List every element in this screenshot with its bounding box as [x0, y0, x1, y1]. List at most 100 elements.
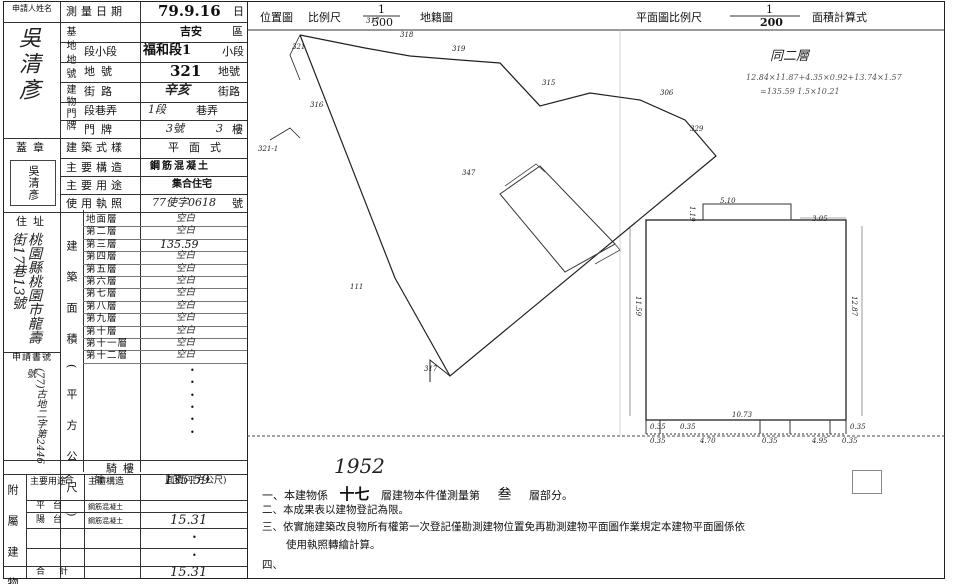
- dim-annex-left: 1.19: [688, 206, 696, 222]
- note-1-suffix: 層部分。: [529, 489, 574, 502]
- annex-row-2-use: 陽台: [36, 515, 71, 525]
- col-divider-2: [140, 2, 141, 472]
- lane-unit: 巷弄: [196, 104, 218, 117]
- annex-row-2-area: 15.31: [170, 513, 208, 528]
- dim-left: 11.59: [634, 296, 642, 317]
- dim-c1: 0.35: [650, 423, 666, 431]
- row-line: [60, 62, 247, 63]
- row-line: [60, 42, 247, 43]
- attic-label: 騎樓: [106, 462, 140, 475]
- applicant-label: 申請人姓名: [12, 4, 52, 13]
- row-line: [3, 22, 247, 23]
- parcel-label: 316: [310, 101, 324, 109]
- annex-col-line: [26, 474, 27, 578]
- col-divider-area: [83, 210, 84, 472]
- applicant-name: 吳清彥: [15, 26, 40, 104]
- row-line: [3, 566, 247, 567]
- floor-row-name: 第七層: [86, 288, 118, 300]
- floor-row-name: 第二層: [86, 226, 118, 238]
- floor-row-name: 第十二層: [86, 350, 129, 362]
- floor-row-value: 空白: [176, 312, 196, 324]
- door-value: 3號: [166, 122, 184, 135]
- street-unit: 街路: [218, 85, 240, 98]
- row-line: [60, 82, 247, 83]
- seal-stamp: 吳清彥: [10, 160, 56, 206]
- note-2: 二、本成果表以建物登記為限。: [262, 504, 409, 516]
- street-value: 辛亥: [164, 83, 191, 98]
- row-line: [3, 138, 247, 139]
- empty-row-dot: •: [190, 378, 195, 388]
- sheet-frame: [3, 1, 945, 579]
- floor-row-line: [83, 226, 247, 228]
- floor-row-line: [83, 300, 247, 302]
- floor-row-name: 第八層: [86, 300, 118, 312]
- floor-value: 3: [216, 122, 223, 135]
- floor-row-name: 第九層: [86, 313, 118, 325]
- floor-row-value: 空白: [176, 262, 196, 274]
- row-line: [26, 500, 247, 501]
- annex-total-value: 15.31: [170, 565, 208, 580]
- permit-label: 使用執照: [66, 197, 126, 210]
- annex-row-1-use: 平台: [36, 501, 71, 511]
- floor-row-value: 空白: [176, 287, 196, 299]
- seal-label: 蓋章: [16, 141, 50, 154]
- annex-group-label: 附屬建物: [6, 484, 19, 584]
- row-line: [60, 158, 247, 159]
- annex-col-area: 面積(平方公尺): [165, 476, 227, 486]
- site-plan-scale-num: 1: [378, 3, 385, 16]
- note-1-mid: 層建物本件僅測量第: [381, 489, 481, 502]
- style-label: 建築式樣: [66, 141, 126, 154]
- row-line: [60, 194, 247, 195]
- seal-text: 吳清彥: [27, 165, 40, 201]
- note-3b: 使用執照轉繪計算。: [286, 539, 381, 551]
- floor-row-value: 空白: [176, 213, 196, 224]
- floor-plan-calc-2: =135.59 1.5×10.21: [760, 87, 840, 96]
- note-1-big: 十七: [339, 485, 370, 503]
- total-label: 合計: [64, 475, 124, 486]
- annex-dot: •: [192, 551, 197, 560]
- floor-row-line: [83, 325, 247, 327]
- floor-row-value: 空白: [176, 337, 196, 348]
- parcel-label: 321: [292, 43, 306, 51]
- floor-row-value: 135.59: [160, 237, 199, 251]
- row-line: [60, 120, 247, 121]
- residence-text: 桃園縣桃園市龍壽街17巷13號: [10, 232, 42, 344]
- permit-unit: 號: [232, 197, 243, 210]
- floor-plan-scale-num: 1: [766, 3, 773, 16]
- row-line: [26, 512, 247, 513]
- parcel-label: 321-1: [258, 145, 279, 153]
- section-value: 福和段1: [143, 43, 192, 58]
- door-label: 門牌: [84, 123, 118, 136]
- use-label: 主要用途: [66, 179, 126, 192]
- empty-row-dot: •: [190, 365, 195, 375]
- row-line: [3, 474, 247, 475]
- floor-row-name: 第六層: [86, 276, 118, 287]
- dim-bottom: 10.73: [732, 411, 753, 419]
- row-line: [3, 460, 247, 461]
- floor-row-name: 第十層: [86, 325, 118, 337]
- section-label: 段小段: [84, 45, 117, 58]
- dim-right: 12.87: [850, 296, 858, 317]
- annex-col-struct: 主體構造: [88, 477, 125, 487]
- floor-row-value: 空白: [176, 324, 196, 336]
- annex-col-line: [84, 474, 85, 578]
- floor-plan-calc-label: 面積計算式: [812, 11, 867, 24]
- floor-unit: 樓: [232, 123, 243, 136]
- row-line: [60, 176, 247, 177]
- land-unit: 地號: [218, 65, 240, 78]
- floor-plan-scale-den: 200: [760, 16, 783, 29]
- note-1: 一、本建物係 十七 層建物本件僅測量第 叁 層部分。: [262, 485, 574, 503]
- floor-plan-same-as: 同二層: [770, 49, 810, 64]
- location-group-label: 基地地號: [64, 26, 75, 82]
- parcel-label: 306: [660, 89, 674, 97]
- floor-row-line: [83, 362, 247, 364]
- floor-row-name: 第十一層: [86, 338, 129, 349]
- address-group-label: 建物門牌: [64, 84, 75, 132]
- survey-date-unit: 日: [233, 5, 244, 18]
- residence-label: 住址: [16, 215, 50, 228]
- structure-value: 鋼筋混凝土: [150, 161, 210, 172]
- floor-plan-scale-label: 平面圖比例尺: [636, 11, 702, 24]
- parcel-label: 347: [462, 169, 476, 177]
